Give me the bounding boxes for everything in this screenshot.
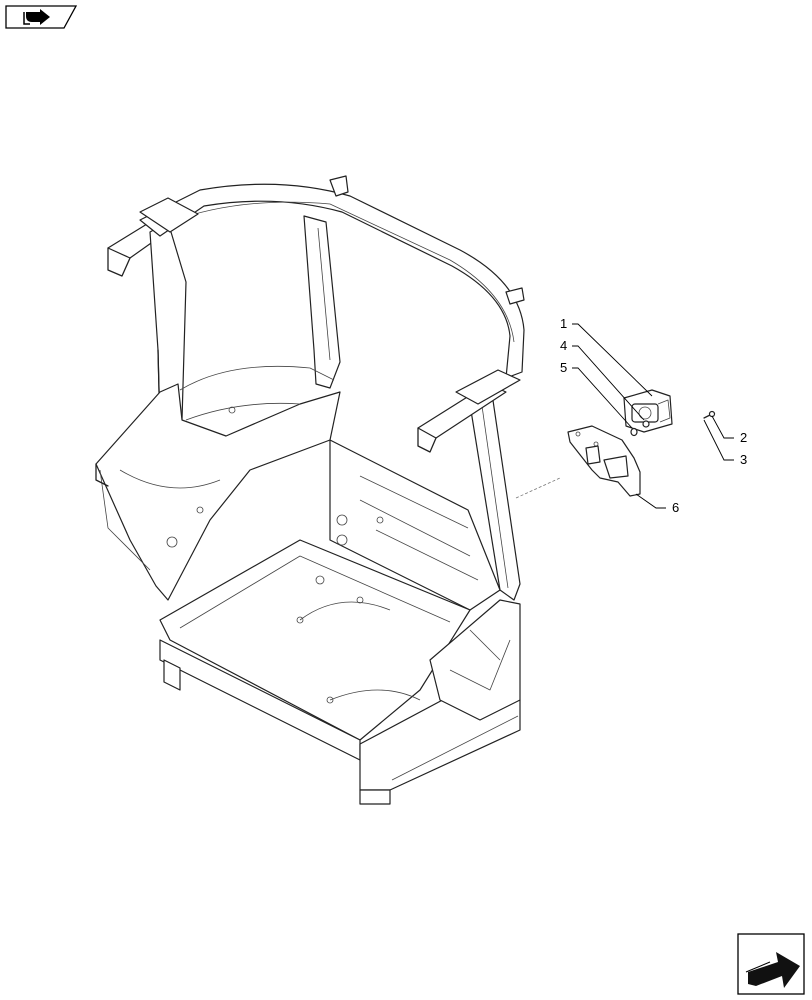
nut-part-4	[642, 420, 650, 428]
washer-part-5	[630, 427, 638, 437]
light-part-1	[623, 389, 673, 433]
screw-part-2	[703, 410, 716, 419]
callout-3: 3	[740, 452, 747, 467]
callout-6: 6	[672, 500, 679, 515]
callout-1: 1	[560, 316, 567, 331]
next-page-arrow-icon[interactable]	[737, 933, 805, 995]
book-arrow-icon[interactable]	[5, 5, 78, 29]
callout-2: 2	[740, 430, 747, 445]
callout-4: 4	[560, 338, 567, 353]
callout-5: 5	[560, 360, 567, 375]
cab-frame	[95, 175, 561, 805]
bracket-part-6	[567, 425, 641, 497]
leader-lines	[572, 323, 734, 509]
